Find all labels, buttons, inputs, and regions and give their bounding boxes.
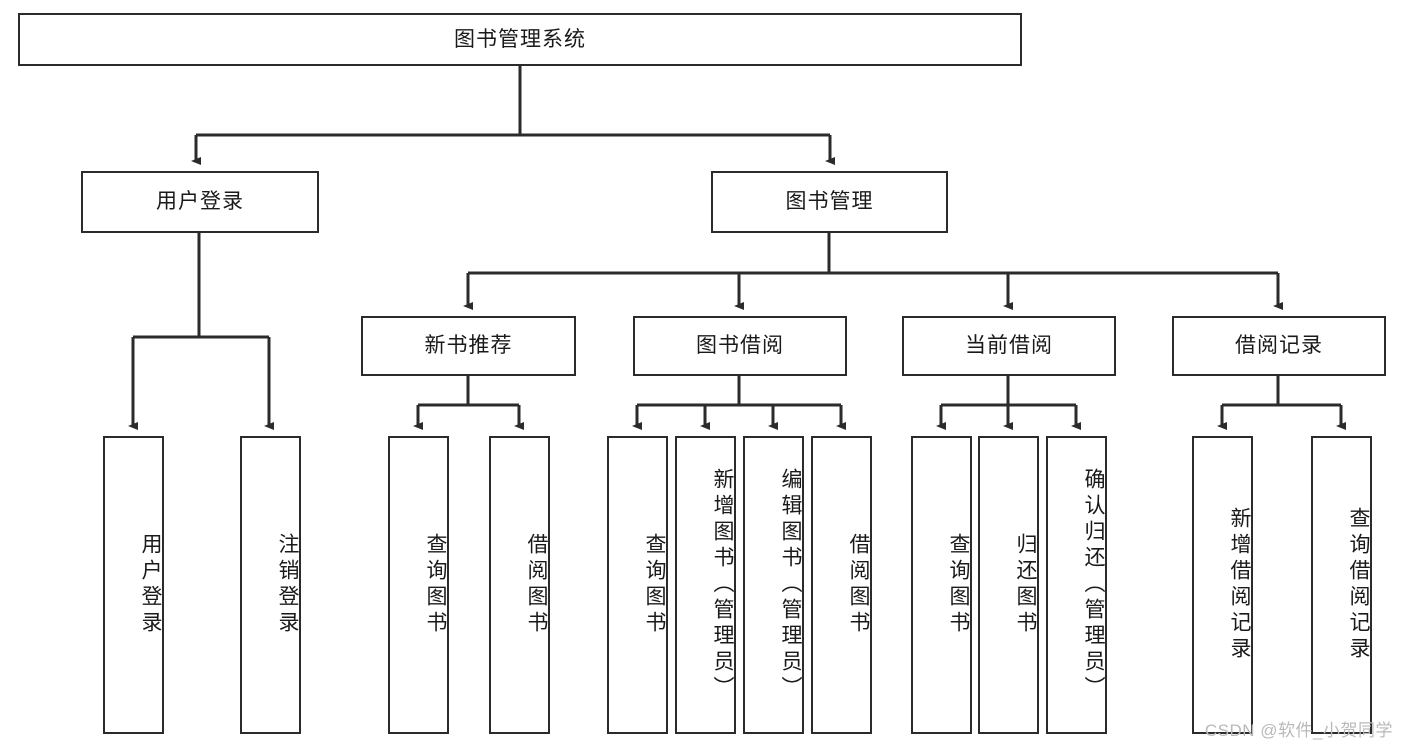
node-leaf-add-record[interactable]: 新增借阅记录 <box>1192 436 1253 734</box>
node-leaf-confirm-return-label: 确认归还（管理员） <box>1082 468 1105 702</box>
node-leaf-borrow-book-1-label: 借阅图书 <box>525 533 548 637</box>
node-leaf-confirm-return[interactable]: 确认归还（管理员） <box>1046 436 1107 734</box>
node-leaf-borrow-book-2-label: 借阅图书 <box>847 533 870 637</box>
node-leaf-user-login[interactable]: 用户登录 <box>103 436 164 734</box>
node-root[interactable]: 图书管理系统 <box>18 13 1022 66</box>
node-new-book-rec[interactable]: 新书推荐 <box>361 316 576 376</box>
node-leaf-user-login-label: 用户登录 <box>139 533 162 637</box>
node-leaf-add-book[interactable]: 新增图书（管理员） <box>675 436 736 734</box>
node-leaf-return-book[interactable]: 归还图书 <box>978 436 1039 734</box>
node-leaf-query-book-3[interactable]: 查询图书 <box>911 436 972 734</box>
node-leaf-query-book-1[interactable]: 查询图书 <box>388 436 449 734</box>
node-current-borrow-label: 当前借阅 <box>965 334 1053 358</box>
node-book-borrow-label: 图书借阅 <box>696 334 784 358</box>
node-borrow-record-label: 借阅记录 <box>1235 334 1323 358</box>
node-leaf-borrow-book-1[interactable]: 借阅图书 <box>489 436 550 734</box>
node-leaf-borrow-book-2[interactable]: 借阅图书 <box>811 436 872 734</box>
node-root-label: 图书管理系统 <box>454 27 586 51</box>
node-leaf-user-logout[interactable]: 注销登录 <box>240 436 301 734</box>
node-borrow-record[interactable]: 借阅记录 <box>1172 316 1386 376</box>
node-leaf-add-record-label: 新增借阅记录 <box>1228 507 1251 663</box>
node-leaf-query-book-3-label: 查询图书 <box>947 533 970 637</box>
node-current-borrow[interactable]: 当前借阅 <box>902 316 1116 376</box>
node-leaf-edit-book-label: 编辑图书（管理员） <box>779 468 802 702</box>
node-leaf-edit-book[interactable]: 编辑图书（管理员） <box>743 436 804 734</box>
node-leaf-query-book-2[interactable]: 查询图书 <box>607 436 668 734</box>
node-leaf-user-logout-label: 注销登录 <box>276 533 299 637</box>
node-book-mgmt-label: 图书管理 <box>785 190 874 214</box>
node-leaf-query-book-1-label: 查询图书 <box>424 533 447 637</box>
node-leaf-query-book-2-label: 查询图书 <box>643 533 666 637</box>
node-user-login-label: 用户登录 <box>156 190 244 214</box>
watermark-text: CSDN @软件_小贺同学 <box>1204 721 1393 740</box>
node-leaf-add-book-label: 新增图书（管理员） <box>711 468 734 702</box>
node-book-borrow[interactable]: 图书借阅 <box>633 316 847 376</box>
node-leaf-return-book-label: 归还图书 <box>1014 533 1037 637</box>
node-leaf-query-record-label: 查询借阅记录 <box>1347 507 1370 663</box>
node-leaf-query-record[interactable]: 查询借阅记录 <box>1311 436 1372 734</box>
node-new-book-rec-label: 新书推荐 <box>424 334 513 358</box>
node-book-mgmt[interactable]: 图书管理 <box>711 171 948 233</box>
node-user-login[interactable]: 用户登录 <box>81 171 319 233</box>
